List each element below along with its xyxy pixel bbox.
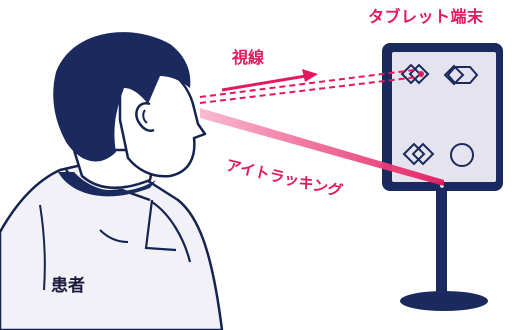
gaze-label: 視線 (232, 50, 264, 66)
tablet-label: タブレット端末 (368, 9, 484, 25)
tablet-stand (400, 190, 488, 311)
patient-label: 患者 (51, 278, 85, 295)
gaze-arrow (222, 69, 318, 90)
